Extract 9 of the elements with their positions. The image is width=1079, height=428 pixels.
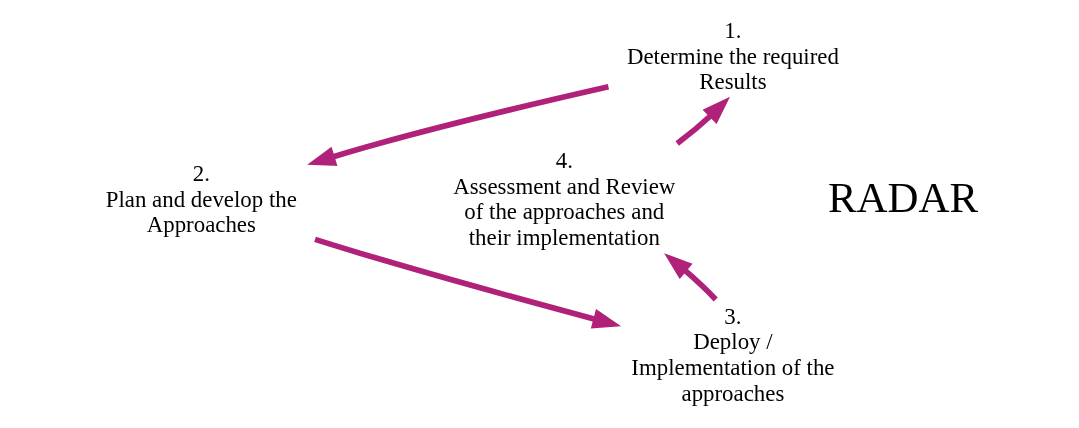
node-text: 3. Deploy / Implementation of the approaches	[630, 303, 834, 406]
arrow	[663, 253, 718, 302]
arrow	[313, 236, 621, 329]
arrow	[306, 84, 609, 166]
node-text: 4. Assessment and Review of the approaches and their implementation	[452, 147, 675, 251]
label: RADAR	[827, 173, 978, 221]
node-text: 2. Plan and develop the Approaches	[105, 160, 297, 238]
arrow	[674, 96, 730, 146]
node-text: 1. Determine the required Results	[626, 17, 839, 95]
